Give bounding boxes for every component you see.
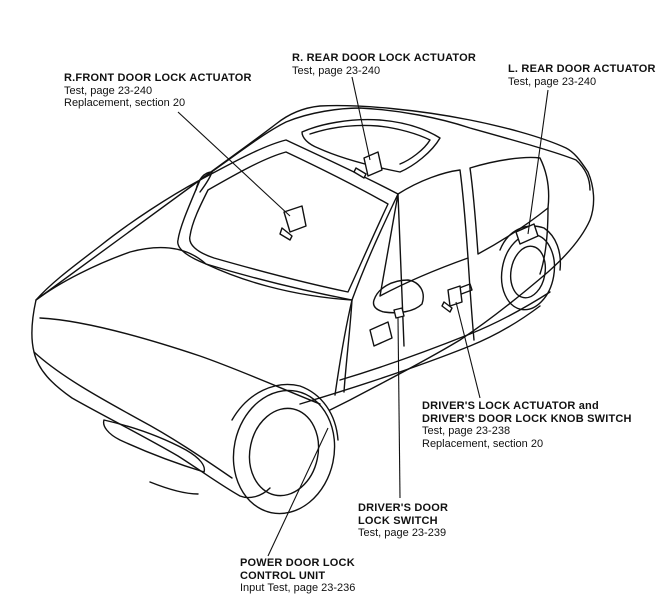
car-roof-line: [199, 107, 591, 191]
callout-title-line2: DRIVER'S DOOR LOCK KNOB SWITCH: [422, 412, 632, 425]
callout-title: L. REAR DOOR ACTUATOR: [508, 63, 656, 75]
rocker-panel: [299, 305, 541, 405]
hood-crease: [39, 317, 321, 405]
antenna: [195, 171, 213, 193]
drivers-switch-part: [393, 307, 405, 319]
callout-title: POWER DOOR LOCK: [240, 557, 355, 569]
callout-test-ref: Test, page 23-240: [64, 84, 153, 97]
callout-replacement-ref: Replacement, section 20: [64, 97, 186, 109]
windshield-outline: [177, 139, 399, 301]
windshield-inner: [189, 151, 389, 293]
callout-test-ref: Test, page 23-238: [422, 425, 511, 437]
callout-title: R. REAR DOOR LOCK ACTUATOR: [292, 52, 477, 64]
callout-title-line2: LOCK SWITCH: [358, 514, 438, 527]
callout-r-rear-actuator: R. REAR DOOR LOCK ACTUATOR Test, page 23…: [292, 52, 476, 77]
drivers-actuator-part: [441, 285, 463, 313]
callout-title-line2: CONTROL UNIT: [240, 569, 326, 582]
callout-title: R.FRONT DOOR LOCK ACTUATOR: [64, 72, 252, 84]
headlight: [102, 419, 206, 473]
callout-power-door-lock-control-unit: POWER DOOR LOCK CONTROL UNIT Input Test,…: [240, 557, 355, 595]
hood-outline: [35, 246, 353, 396]
leader-drivers-actuator: [455, 301, 481, 399]
leader-drivers-switch: [397, 317, 401, 499]
sunroof-inner: [309, 124, 431, 165]
callout-drivers-lock-actuator: DRIVER'S LOCK ACTUATOR and DRIVER'S DOOR…: [422, 400, 632, 450]
callout-test-ref: Test, page 23-239: [358, 527, 447, 539]
callout-replacement-ref: Replacement, section 20: [422, 437, 544, 450]
leader-l-rear: [527, 89, 549, 235]
leader-r-rear: [351, 76, 371, 161]
r-rear-actuator-part: [353, 151, 383, 179]
callout-title: DRIVER'S DOOR: [358, 502, 449, 514]
front-bumper: [33, 351, 233, 495]
r-front-actuator-part: [279, 205, 307, 241]
car-body-outline: [31, 104, 595, 499]
front-wheel: [231, 383, 339, 515]
side-window-front: [379, 169, 469, 297]
callout-l-rear-actuator: L. REAR DOOR ACTUATOR Test, page 23-240: [508, 63, 656, 88]
leader-r-front: [177, 111, 291, 217]
callout-test-ref: Test, page 23-240: [508, 75, 597, 88]
side-mirror: [372, 279, 424, 314]
side-window-rear: [469, 156, 550, 255]
sunroof-outline: [301, 118, 441, 173]
callout-test-ref: Test, page 23-240: [292, 64, 381, 77]
callout-title: DRIVER'S LOCK ACTUATOR and: [422, 400, 599, 412]
body-side-molding: [339, 291, 551, 381]
leader-control-unit: [267, 427, 329, 557]
l-rear-actuator-part: [515, 223, 539, 245]
callout-test-ref: Input Test, page 23-236: [240, 582, 356, 594]
callout-drivers-door-lock-switch: DRIVER'S DOOR LOCK SWITCH Test, page 23-…: [358, 502, 448, 540]
door-seam-front: [343, 193, 405, 393]
control-unit-part: [369, 321, 393, 347]
callout-r-front-actuator: R.FRONT DOOR LOCK ACTUATOR Test, page 23…: [64, 72, 252, 110]
